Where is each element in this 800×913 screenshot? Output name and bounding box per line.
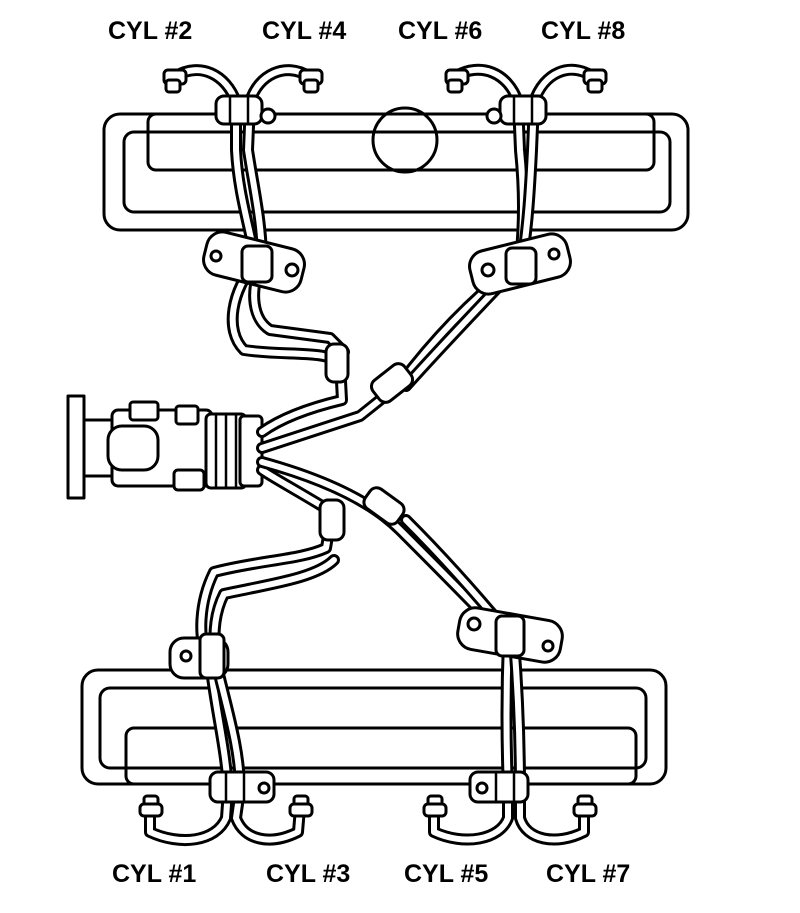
label-cyl-5: CYL #5 <box>404 860 489 888</box>
lower-line-clamps <box>168 606 564 804</box>
nozzle-cyl5 <box>422 794 448 818</box>
label-cyl-3: CYL #3 <box>266 860 351 888</box>
label-cyl-2: CYL #2 <box>108 17 193 45</box>
nozzle-cyl1 <box>138 794 164 818</box>
nozzle-cyl6 <box>444 68 470 94</box>
nozzle-cyl3 <box>288 794 314 818</box>
upper-line-clamps <box>202 230 572 296</box>
label-cyl-8: CYL #8 <box>541 17 626 45</box>
injection-pump <box>66 394 264 500</box>
nozzle-cyl7 <box>572 794 598 818</box>
oil-filler-cap <box>371 106 439 174</box>
label-cyl-4: CYL #4 <box>262 17 347 45</box>
label-cyl-1: CYL #1 <box>112 860 197 888</box>
lower-valve-cover <box>80 668 668 786</box>
nozzle-cyl8 <box>582 68 608 94</box>
nozzle-fittings-bottom <box>138 794 598 818</box>
nozzle-cyl2 <box>162 68 188 94</box>
clamp-upper-left <box>202 230 306 294</box>
bottom-grommets <box>208 770 530 804</box>
nozzle-cyl4 <box>298 68 324 94</box>
clamp-upper-right <box>468 232 572 296</box>
clamp-lower-right <box>456 606 564 664</box>
line-couplers <box>318 342 415 542</box>
upper-valve-cover <box>102 106 690 232</box>
nozzle-fittings-top <box>162 68 608 94</box>
label-cyl-6: CYL #6 <box>398 17 483 45</box>
upper-grommets <box>214 94 548 126</box>
label-cyl-7: CYL #7 <box>546 860 631 888</box>
clamp-lower-left <box>168 632 230 680</box>
